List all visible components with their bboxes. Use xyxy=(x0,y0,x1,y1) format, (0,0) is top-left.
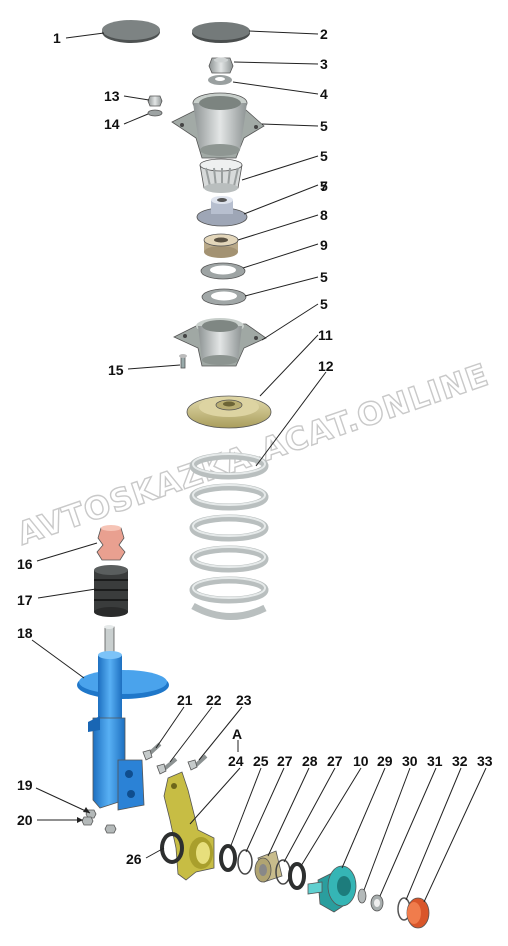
label-part: 18 xyxy=(17,625,33,641)
part-retaining-ring-26 xyxy=(160,832,184,864)
label-part: 30 xyxy=(402,753,418,769)
part-lower-support xyxy=(173,318,267,367)
label-part: 11 xyxy=(318,327,333,343)
part-ring-spacer xyxy=(201,288,247,306)
label-part: 3 xyxy=(320,56,328,72)
label-part: 12 xyxy=(318,358,334,374)
part-hub-nut xyxy=(406,897,430,929)
part-nut-31 xyxy=(370,894,384,912)
label-part: 8 xyxy=(320,207,328,223)
part-upper-support xyxy=(171,92,265,159)
part-nut-strut xyxy=(104,824,117,834)
part-small-nut xyxy=(147,95,163,107)
part-bolt-22 xyxy=(156,757,178,775)
part-seal-25 xyxy=(219,844,237,872)
label-part: 13 xyxy=(104,88,120,104)
label-part: 7 xyxy=(320,178,328,194)
part-shock-absorber-strut xyxy=(77,625,169,811)
label-part: 28 xyxy=(302,753,318,769)
label-part: 17 xyxy=(17,592,33,608)
label-part: 16 xyxy=(17,556,33,572)
label-part: 20 xyxy=(17,812,33,828)
part-labels: 1 2 3 4 5 5 5 7 8 9 5 5 11 12 13 14 15 1… xyxy=(17,26,493,867)
part-compression-buffer xyxy=(96,525,126,561)
part-nut-20 xyxy=(81,816,94,826)
part-spring-upper-seat xyxy=(186,395,272,429)
label-part: 23 xyxy=(236,692,252,708)
label-part: 5 xyxy=(320,178,328,194)
part-compression-bush xyxy=(199,158,243,193)
part-protective-cap xyxy=(102,20,160,43)
arrowhead-20 xyxy=(77,817,83,823)
label-part: 33 xyxy=(477,753,493,769)
part-ring-washer xyxy=(200,262,246,280)
label-part: 31 xyxy=(427,753,443,769)
label-part: 2 xyxy=(320,26,328,42)
label-part: 19 xyxy=(17,777,33,793)
label-part: 21 xyxy=(177,692,193,708)
part-mounting-bolt xyxy=(179,354,187,369)
label-part: 22 xyxy=(206,692,222,708)
part-small-washer xyxy=(147,109,163,117)
label-part: 5 xyxy=(320,269,328,285)
label-part: 5 xyxy=(320,148,328,164)
part-bolt-23 xyxy=(187,754,208,771)
part-washer-30 xyxy=(357,888,367,904)
label-part: 24 xyxy=(228,753,244,769)
part-washer xyxy=(208,75,232,85)
part-ring-27a xyxy=(237,849,253,875)
label-part: 26 xyxy=(126,851,142,867)
part-thrust-cup xyxy=(196,196,248,227)
label-part: 29 xyxy=(377,753,393,769)
part-nut xyxy=(208,57,234,74)
label-part: 25 xyxy=(253,753,269,769)
label-part: 9 xyxy=(320,237,328,253)
part-steering-knuckle xyxy=(163,771,215,881)
label-part: 27 xyxy=(327,753,343,769)
part-cover-disc xyxy=(192,22,250,43)
leader-lines xyxy=(31,30,487,903)
label-part: 27 xyxy=(277,753,293,769)
label-part: 5 xyxy=(320,296,328,312)
part-seal-10 xyxy=(288,862,306,890)
label-part: 1 xyxy=(53,30,61,46)
label-part: 32 xyxy=(452,753,468,769)
arrowhead-19 xyxy=(83,807,90,813)
part-thrust-bearing xyxy=(203,233,239,258)
label-part: 4 xyxy=(320,86,328,102)
label-part: 5 xyxy=(320,118,328,134)
callout-letter: A xyxy=(232,726,242,742)
label-part: 10 xyxy=(353,753,369,769)
label-part: 14 xyxy=(104,116,120,132)
part-wheel-hub xyxy=(307,865,357,913)
label-part: 15 xyxy=(108,362,124,378)
part-protective-boot xyxy=(94,565,128,617)
